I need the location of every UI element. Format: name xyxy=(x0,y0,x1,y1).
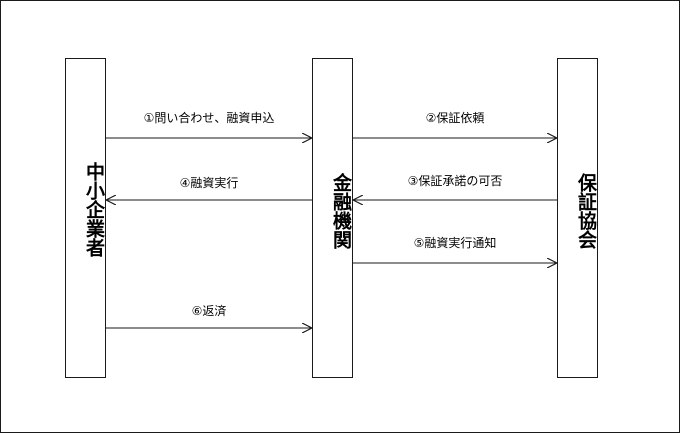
message-label-3: ③保証承諾の可否 xyxy=(407,174,503,188)
message-label-6: ⑥返済 xyxy=(191,304,227,318)
guarantee-box: 保証協会 xyxy=(557,58,598,378)
sme-label: 中小企業者 xyxy=(83,162,105,257)
message-label-1: ①問い合わせ、融資申込 xyxy=(143,111,275,125)
message-label-5: ⑤融資実行通知 xyxy=(413,236,497,250)
guarantee-label: 保証協会 xyxy=(575,173,597,249)
bank-box: 金融機関 xyxy=(312,58,353,378)
message-label-2: ②保証依頼 xyxy=(425,111,485,125)
sme-box: 中小企業者 xyxy=(65,58,106,378)
bank-label: 金融機関 xyxy=(330,173,352,249)
message-label-4: ④融資実行 xyxy=(179,176,239,190)
